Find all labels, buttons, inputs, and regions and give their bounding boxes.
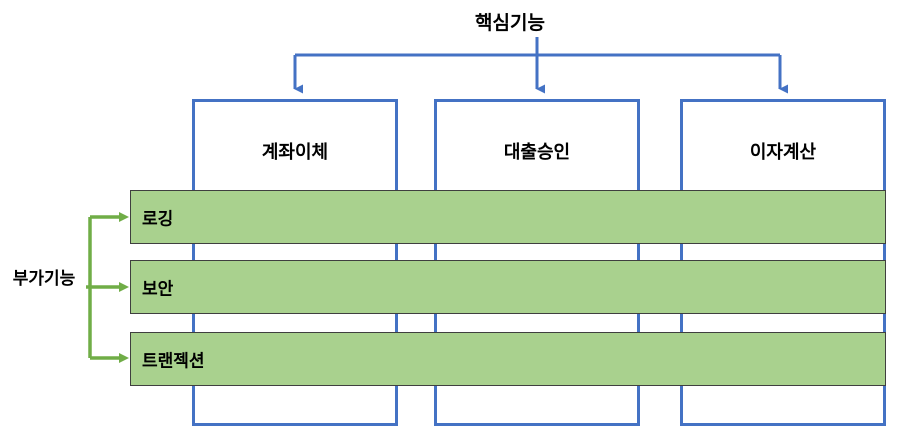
aspect-bar-label: 로깅 (142, 209, 174, 229)
aspect-bar-label: 트랜젝션 (142, 351, 205, 371)
core-functions-title: 핵심기능 (475, 13, 545, 34)
aspect-bar-security[interactable]: 보안 (130, 260, 886, 314)
aspect-functions-title: 부가기능 (12, 269, 76, 288)
core-column-label: 대출승인 (503, 142, 571, 162)
aspect-bar-logging[interactable]: 로깅 (130, 190, 886, 244)
aspect-bar-transaction[interactable]: 트랜젝션 (130, 332, 886, 386)
core-column-label: 이자계산 (749, 142, 817, 162)
core-column-label: 계좌이체 (261, 142, 329, 162)
aspect-bar-label: 보안 (142, 279, 174, 299)
